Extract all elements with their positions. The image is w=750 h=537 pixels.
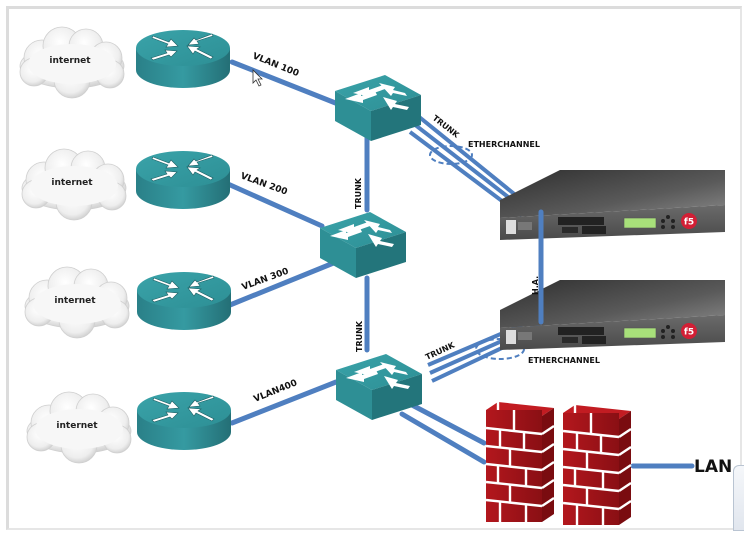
trunk-label-vertical-2: TRUNK [355, 320, 364, 352]
firewall-icon [561, 403, 633, 527]
cloud-label: internet [56, 421, 98, 431]
lcd-display [623, 327, 657, 339]
switch-3 [336, 354, 422, 420]
f5-logo-icon [681, 323, 697, 339]
cloud-label: internet [51, 178, 93, 188]
router-3 [136, 271, 232, 331]
switch-icon [335, 75, 421, 141]
load-balancer-2: f5 [500, 280, 725, 350]
link-router3-switch2 [227, 259, 339, 308]
router-icon [136, 391, 232, 451]
nav-buttons [661, 215, 675, 229]
etherchannel-ring-top [429, 145, 473, 165]
internet-cloud-2: internet [21, 148, 127, 221]
links-layer [225, 59, 695, 469]
firewall-icon [484, 400, 556, 524]
link-router4-switch3 [229, 379, 339, 426]
link-router2-switch2 [225, 181, 325, 229]
scrollbar-stub[interactable] [733, 465, 744, 531]
load-balancer-1: f5 [500, 170, 725, 240]
trunk-label-top: TRUNK [431, 113, 462, 140]
link-switch3-firewall-a [409, 402, 487, 446]
ha-label: H.A. [531, 276, 540, 295]
router-4 [136, 391, 232, 451]
f5-logo-icon [681, 213, 697, 229]
lcd-display [623, 217, 657, 229]
f5-logo-text: f5 [684, 218, 694, 228]
router-icon [135, 29, 231, 89]
router-1 [135, 29, 231, 89]
switch-icon [336, 354, 422, 420]
lan-label: LAN [694, 457, 732, 477]
cloud-label: internet [49, 56, 91, 66]
router-2 [135, 150, 231, 210]
internet-cloud-1: internet [19, 26, 125, 99]
nav-buttons [661, 325, 675, 339]
switch-2 [320, 212, 406, 278]
link-switch3-firewall-b [399, 411, 487, 465]
mouse-cursor-icon [252, 69, 263, 87]
switch-icon [320, 212, 406, 278]
etherchannel-label-top: ETHERCHANNEL [468, 140, 540, 149]
router-icon [135, 150, 231, 210]
internet-cloud-4: internet [26, 391, 132, 464]
etherchannel-label-bottom: ETHERCHANNEL [528, 356, 600, 365]
f5-logo-text: f5 [684, 328, 694, 338]
firewall-1 [484, 400, 556, 524]
firewall-2 [561, 403, 633, 527]
trunk-label-vertical-1: TRUNK [354, 177, 363, 209]
cloud-label: internet [54, 296, 96, 306]
internet-cloud-3: internet [24, 266, 130, 339]
router-icon [136, 271, 232, 331]
link-router1-switch1 [229, 59, 341, 107]
switch-1 [335, 75, 421, 141]
